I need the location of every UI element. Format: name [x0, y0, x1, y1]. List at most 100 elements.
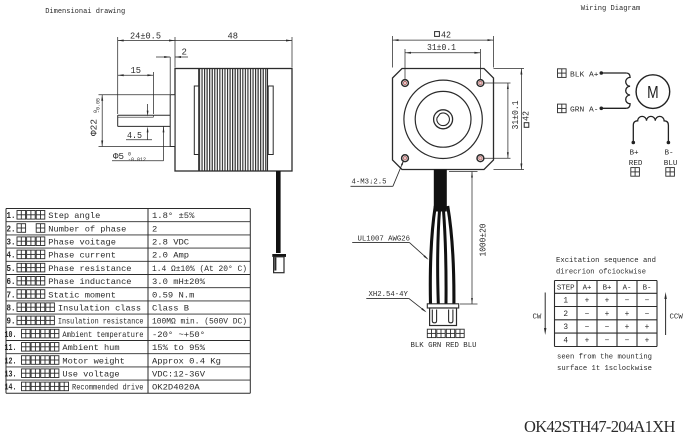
svg-text:10.: 10. [5, 330, 17, 340]
svg-text:−: − [605, 338, 610, 346]
svg-text:+: + [605, 298, 610, 306]
svg-text:A+: A+ [583, 285, 592, 293]
svg-text:XH2.54-4Y: XH2.54-4Y [369, 291, 409, 299]
svg-text:Phase voitage: Phase voitage [48, 238, 116, 248]
svg-text:−: − [645, 311, 650, 319]
svg-text:-0.012: -0.012 [128, 157, 146, 163]
svg-text:Step angle: Step angle [48, 211, 100, 221]
svg-text:3.: 3. [7, 238, 16, 248]
svg-text:Dimensionai drawing: Dimensionai drawing [45, 8, 125, 16]
svg-text:−: − [645, 298, 650, 306]
svg-text:0: 0 [128, 152, 131, 158]
svg-text:surface 1t 1sclockwise: surface 1t 1sclockwise [557, 365, 652, 373]
svg-text:Ambient temperature: Ambient temperature [62, 330, 143, 340]
svg-text:A-: A- [623, 285, 632, 293]
svg-text:STEP: STEP [557, 285, 575, 293]
svg-text:M: M [647, 82, 659, 102]
svg-text:15% to 95%: 15% to 95% [152, 344, 205, 353]
svg-text:5.: 5. [7, 264, 16, 274]
svg-text:CCW: CCW [670, 313, 683, 321]
svg-text:Approx 0.4 Kg: Approx 0.4 Kg [152, 357, 221, 366]
svg-text:+: + [625, 311, 630, 319]
svg-text:RED: RED [629, 160, 643, 168]
svg-text:OK2D4020A: OK2D4020A [152, 384, 200, 393]
svg-text:−: − [625, 338, 630, 346]
svg-text:11.: 11. [5, 343, 17, 353]
svg-text:Phase inductance: Phase inductance [48, 277, 131, 287]
svg-text:42: 42 [441, 30, 451, 40]
svg-text:14.: 14. [5, 383, 17, 393]
svg-text:B+: B+ [630, 150, 640, 158]
svg-text:Motor weight: Motor weight [62, 356, 124, 366]
svg-text:Class B: Class B [152, 305, 189, 314]
svg-text:Phase current: Phase current [48, 251, 116, 261]
svg-text:-20° ~+50°: -20° ~+50° [152, 331, 205, 340]
svg-text:Ambient hum: Ambient hum [62, 343, 119, 353]
svg-text:−: − [625, 298, 630, 306]
svg-text:+: + [585, 298, 590, 306]
svg-text:+: + [625, 324, 630, 332]
svg-text:6.: 6. [7, 277, 16, 287]
svg-text:48: 48 [228, 31, 239, 41]
svg-text:−: − [585, 311, 590, 319]
svg-text:0.59 N.m: 0.59 N.m [152, 291, 195, 300]
svg-text:31±0.1: 31±0.1 [511, 101, 521, 130]
svg-text:B-: B- [643, 285, 652, 293]
svg-text:+: + [645, 338, 650, 346]
svg-text:4.: 4. [7, 251, 16, 261]
svg-text:13.: 13. [5, 370, 17, 380]
svg-text:GRN A-: GRN A- [570, 107, 599, 115]
svg-text:+: + [645, 324, 650, 332]
svg-text:CW: CW [533, 313, 542, 321]
svg-text:8.: 8. [7, 304, 16, 314]
svg-text:12.: 12. [5, 356, 17, 366]
svg-text:0: 0 [93, 110, 99, 113]
svg-text:2.0 Amp: 2.0 Amp [152, 252, 189, 261]
svg-text:BLU: BLU [664, 160, 678, 168]
svg-text:OK42STH47-204A1XH: OK42STH47-204A1XH [524, 417, 675, 436]
svg-text:direcrion ofciockwise: direcrion ofciockwise [556, 269, 646, 277]
svg-text:2.8 VDC: 2.8 VDC [152, 239, 189, 248]
svg-text:B-: B- [665, 150, 674, 158]
svg-text:Number of phase: Number of phase [48, 224, 126, 234]
svg-text:2: 2 [152, 225, 158, 234]
svg-text:42: 42 [522, 111, 532, 121]
svg-text:-0.05: -0.05 [96, 98, 102, 113]
svg-text:4.5: 4.5 [127, 131, 142, 141]
svg-text:3: 3 [563, 324, 568, 332]
svg-text:100MΩ min. (500V DC): 100MΩ min. (500V DC) [152, 318, 247, 327]
svg-text:Recommended drive: Recommended drive [72, 383, 144, 393]
svg-text:UL1007 AWG26: UL1007 AWG26 [358, 236, 411, 244]
svg-text:7.: 7. [7, 290, 16, 300]
svg-text:3.0 mH±20%: 3.0 mH±20% [152, 278, 205, 287]
svg-text:BLK A+: BLK A+ [570, 71, 599, 79]
svg-text:2.: 2. [7, 224, 16, 234]
svg-text:1.4 Ω±10% (At 20° C): 1.4 Ω±10% (At 20° C) [152, 265, 247, 274]
svg-text:B+: B+ [603, 285, 612, 293]
svg-text:Phase resistance: Phase resistance [48, 264, 131, 274]
svg-text:VDC:12-36V: VDC:12-36V [152, 371, 205, 380]
svg-text:1000±20: 1000±20 [479, 224, 489, 257]
svg-text:Φ22: Φ22 [90, 119, 100, 136]
svg-text:1.: 1. [7, 211, 16, 221]
svg-text:2: 2 [563, 311, 568, 319]
svg-text:Wiring Diagram: Wiring Diagram [581, 5, 641, 13]
svg-text:24±0.5: 24±0.5 [130, 31, 161, 41]
svg-text:1: 1 [563, 298, 568, 306]
svg-text:+: + [585, 338, 590, 346]
svg-text:4: 4 [563, 338, 568, 346]
svg-text:15: 15 [131, 66, 142, 76]
svg-text:4-M3↓2.5: 4-M3↓2.5 [352, 179, 387, 187]
svg-text:Φ5: Φ5 [113, 152, 124, 162]
svg-text:−: − [585, 324, 590, 332]
svg-text:1.8° ±5%: 1.8° ±5% [152, 212, 195, 221]
svg-text:Insulation resistance: Insulation resistance [58, 317, 144, 327]
svg-text:Excitation sequence and: Excitation sequence and [556, 257, 656, 265]
svg-text:2: 2 [182, 48, 187, 58]
svg-text:BLK GRN RED BLU: BLK GRN RED BLU [411, 342, 477, 350]
svg-text:+: + [605, 311, 610, 319]
svg-text:Static moment: Static moment [48, 290, 116, 300]
svg-text:31±0.1: 31±0.1 [427, 43, 456, 53]
svg-text:seen from the mounting: seen from the mounting [557, 354, 652, 362]
svg-text:Insulation class: Insulation class [58, 304, 141, 314]
